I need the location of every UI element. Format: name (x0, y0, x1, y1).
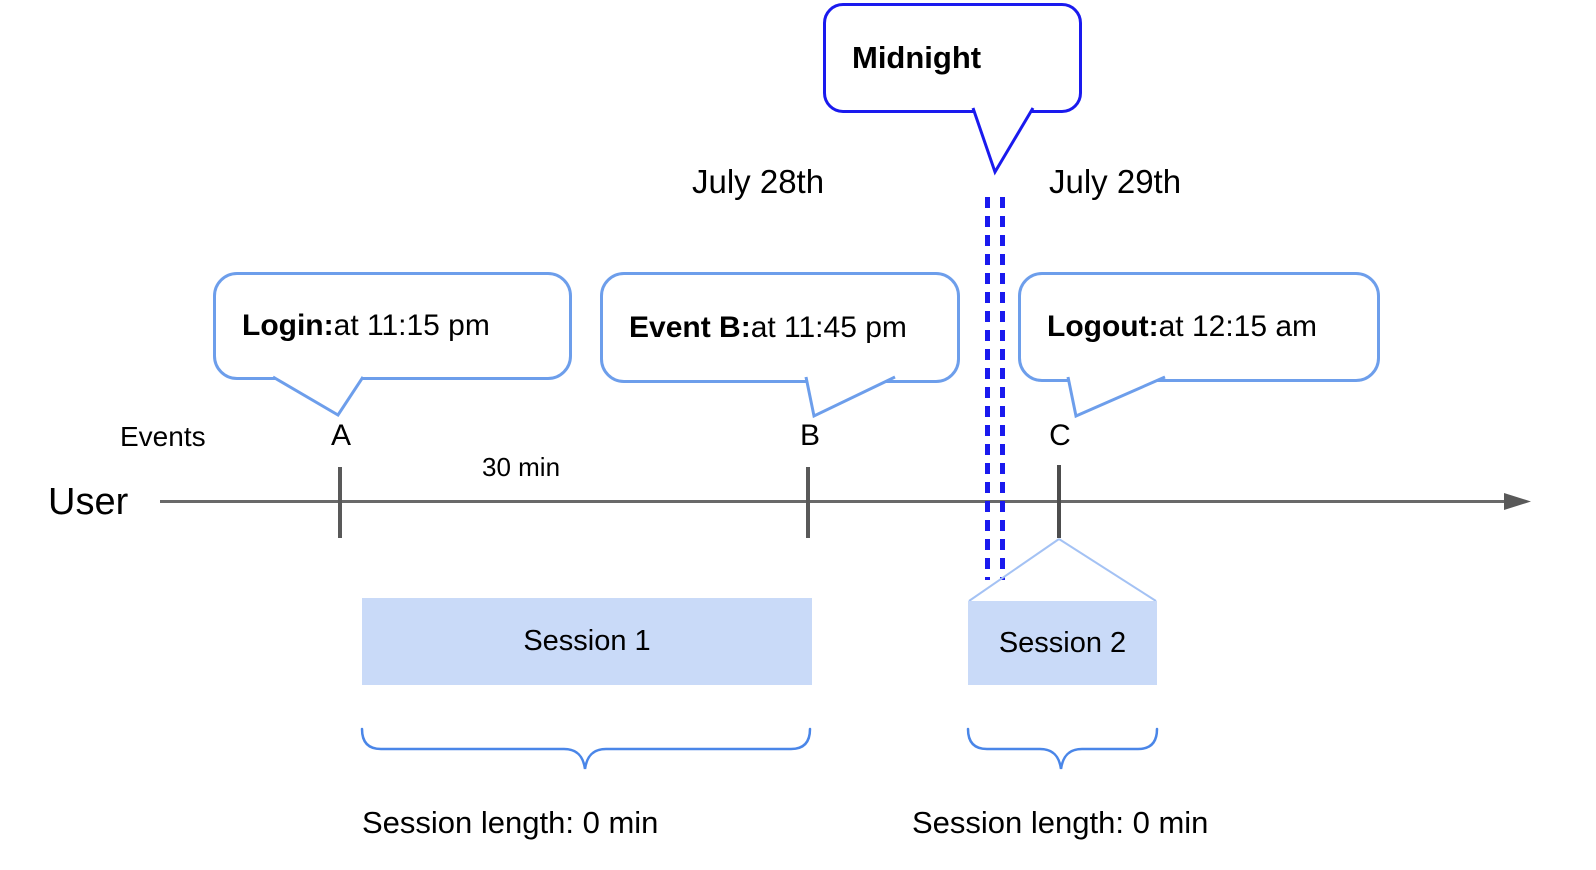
tick-event-c (1057, 465, 1061, 538)
logout-callout-detail: at 12:15 am (1158, 310, 1318, 343)
date-label-july-28: July 28th (692, 163, 825, 200)
session1-length-label: Session length: 0 min (362, 805, 659, 840)
logout-callout-prefix: Logout: (1047, 310, 1159, 343)
session1-brace (360, 727, 812, 770)
midnight-callout-tail (971, 107, 1035, 176)
midnight-callout: Midnight (823, 3, 1082, 113)
login-callout: Login: at 11:15 pm (213, 272, 572, 380)
logout-callout: Logout: at 12:15 am (1018, 272, 1380, 382)
login-callout-prefix: Login: (242, 309, 334, 342)
login-callout-tail (272, 375, 365, 418)
tick-event-a (338, 467, 342, 538)
event-b-callout-detail: at 11:45 pm (750, 310, 907, 344)
timeline-arrowhead (1504, 493, 1531, 510)
event-marker-b: B (799, 419, 820, 452)
session2-box: Session 2 (968, 601, 1157, 685)
user-axis-label: User (48, 481, 129, 523)
event-marker-a: A (330, 419, 351, 452)
event-marker-c: C (1049, 419, 1071, 452)
event-b-callout: Event B: at 11:45 pm (600, 272, 960, 383)
event-b-callout-prefix: Event B: (629, 310, 751, 344)
session1-label: Session 1 (523, 625, 651, 657)
logout-callout-tail (1066, 375, 1166, 419)
tick-event-b (806, 467, 810, 538)
session1-box: Session 1 (362, 598, 812, 685)
session2-connector-left (968, 538, 1060, 602)
interval-30min-label: 30 min (482, 452, 561, 482)
midnight-callout-label: Midnight (852, 40, 982, 75)
session2-label: Session 2 (998, 626, 1127, 659)
session2-brace (966, 727, 1159, 770)
login-callout-detail: at 11:15 pm (333, 309, 490, 342)
events-axis-label: Events (120, 421, 206, 452)
session2-length-label: Session length: 0 min (912, 805, 1209, 840)
date-label-july-29: July 29th (1049, 163, 1182, 200)
session2-connector-right (1058, 538, 1157, 602)
